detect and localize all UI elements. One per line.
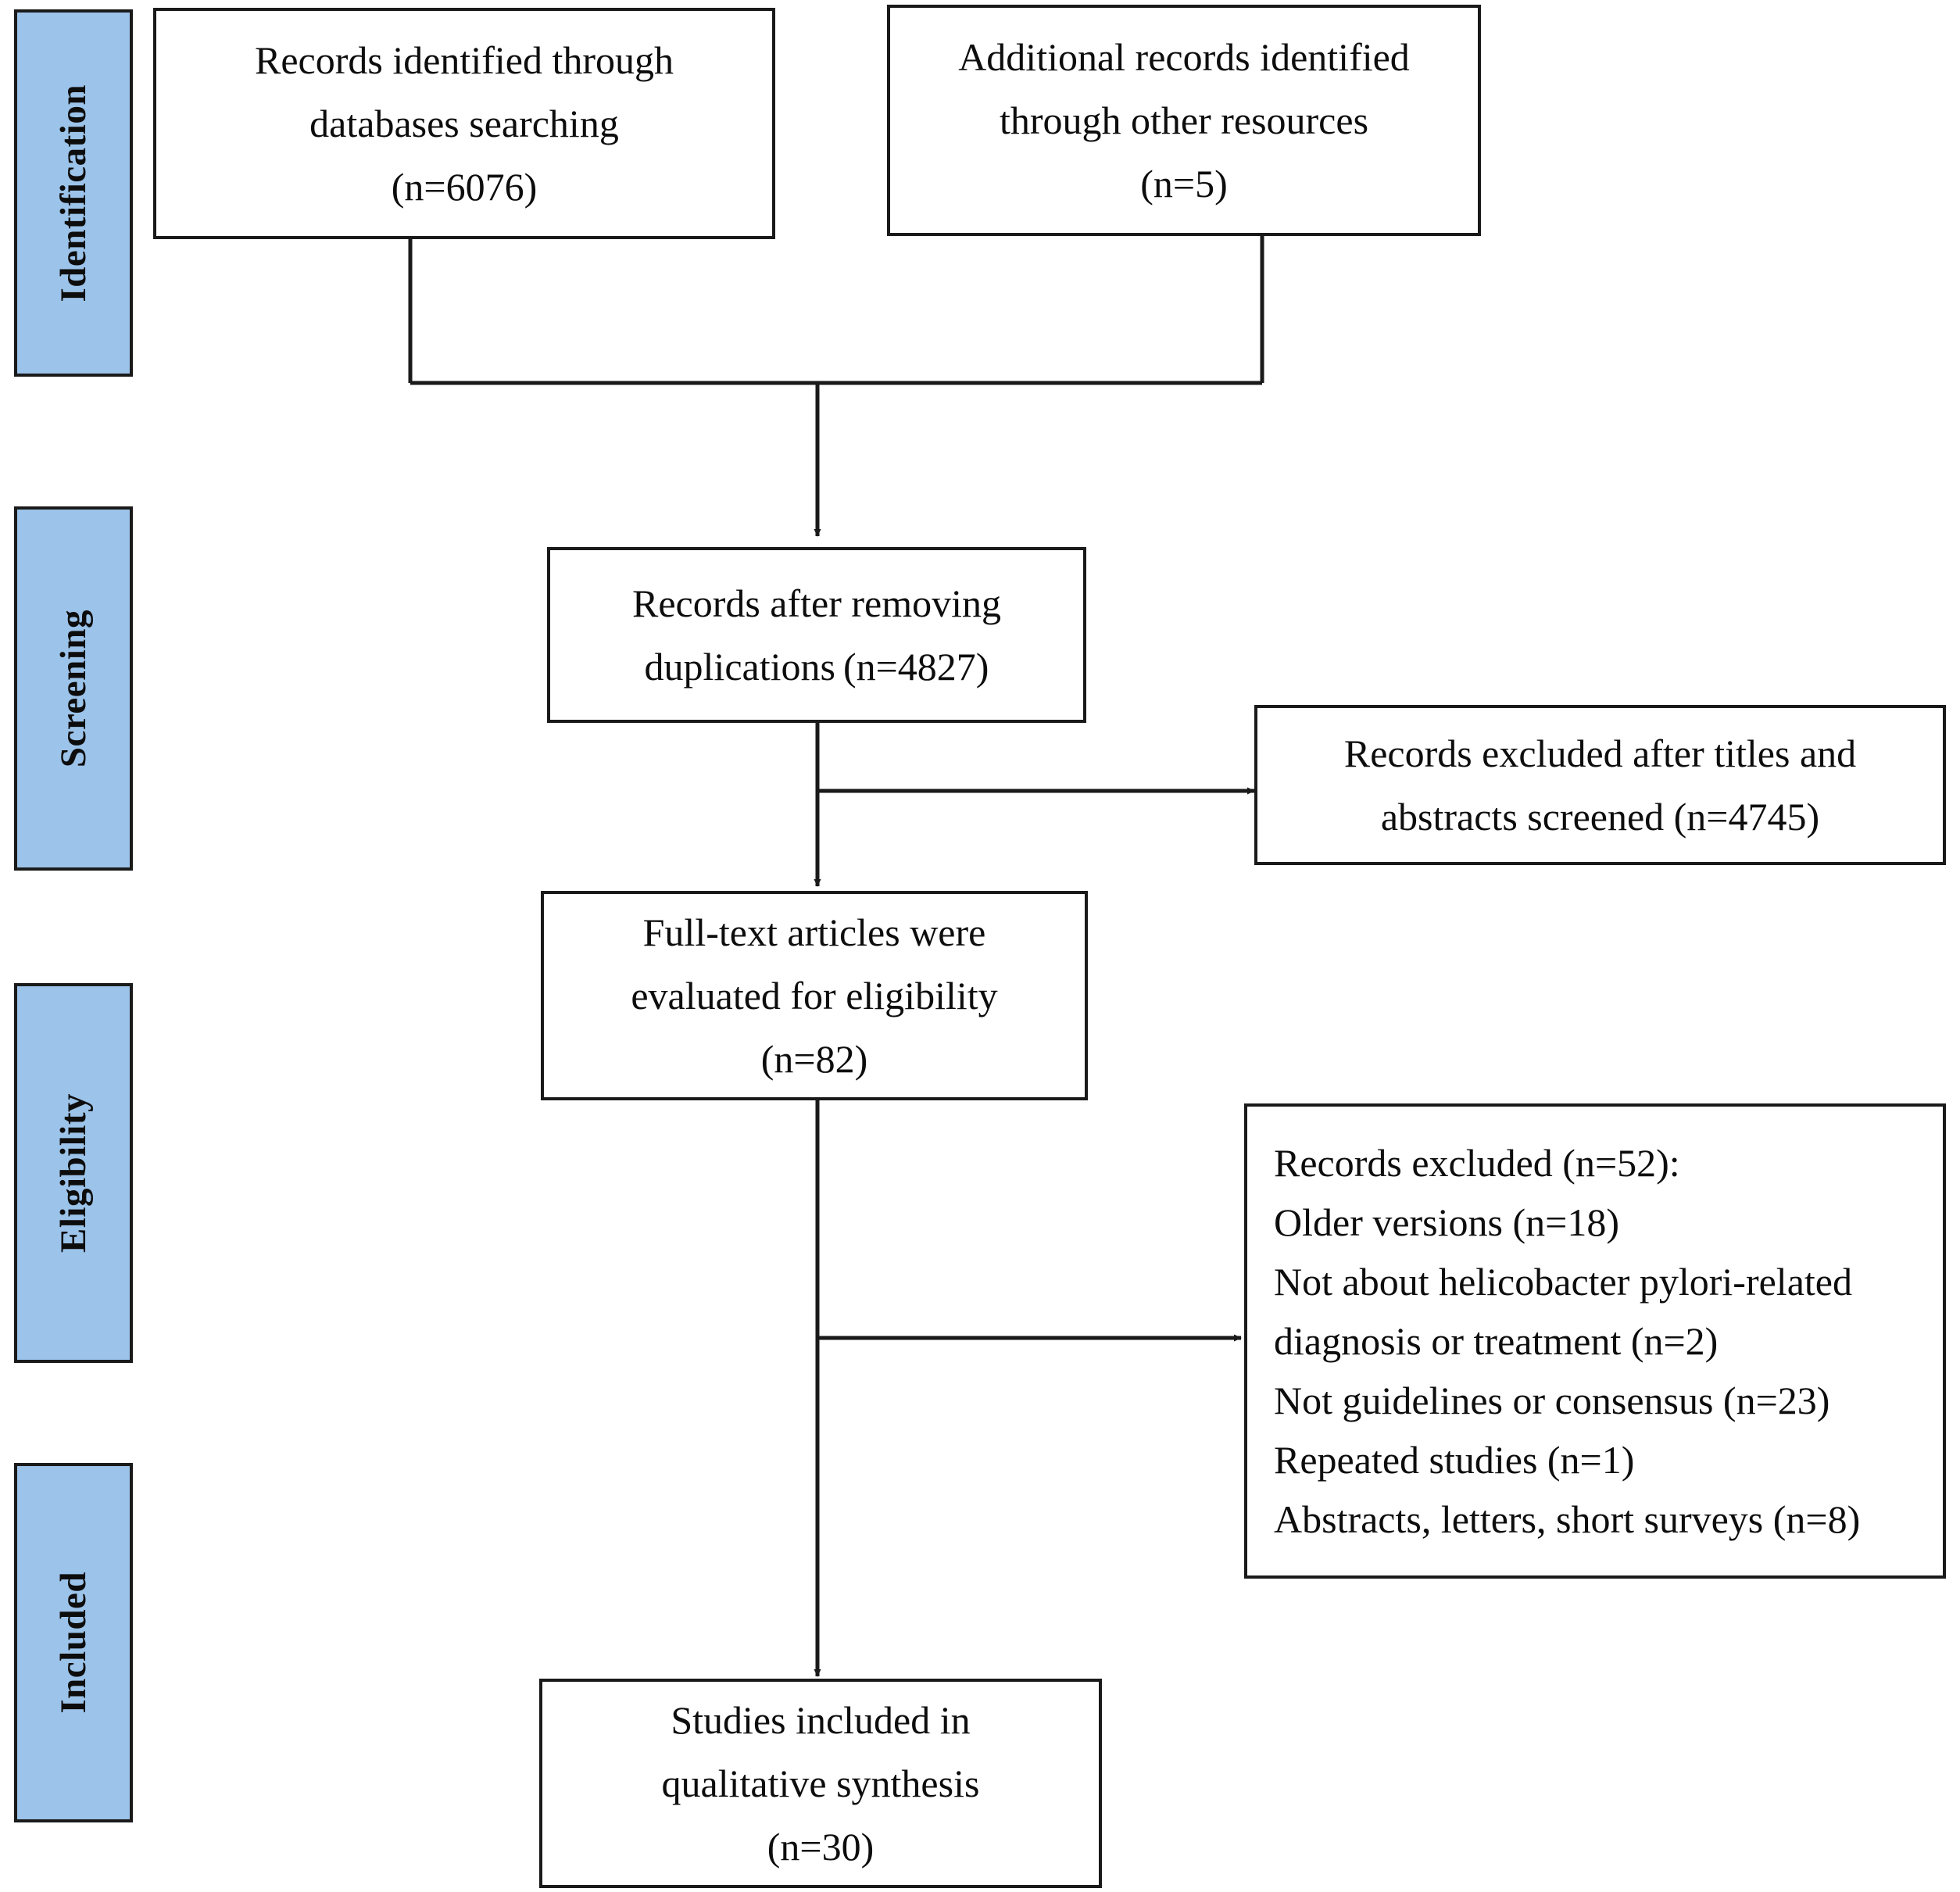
stage-label-screening: Screening [14,506,133,871]
stage-label-identification: Identification [14,9,133,377]
box-line: Additional records identified [958,34,1410,79]
box-line: Records identified through [255,38,674,82]
box-additional-records-other-resources: Additional records identified through ot… [887,5,1481,236]
box-line: Repeated studies (n=1) [1274,1438,1635,1482]
box-line: Studies included in [671,1697,971,1742]
stage-label-identification-text: Identification [52,84,94,302]
box-records-identified-databases: Records identified through databases sea… [153,8,775,239]
box-records-excluded-titles-abstracts: Records excluded after titles and abstra… [1254,705,1946,865]
box-fulltext-assessed: Full-text articles were evaluated for el… [541,891,1088,1100]
box-line: Older versions (n=18) [1274,1200,1619,1244]
box-records-excluded-fulltext: Records excluded (n=52): Older versions … [1244,1103,1946,1579]
box-line: databases searching [309,101,619,145]
box-records-after-duplicates: Records after removing duplications (n=4… [547,547,1086,723]
box-line: Not guidelines or consensus (n=23) [1274,1379,1830,1422]
box-line: evaluated for eligibility [631,973,998,1018]
box-line: (n=82) [760,1036,868,1081]
stage-label-included: Included [14,1463,133,1822]
box-line: Full-text articles were [642,910,986,954]
box-line: Records after removing [631,581,1002,625]
box-line: through other resources [999,98,1369,142]
box-line: Records excluded (n=52): [1274,1141,1680,1185]
box-studies-included: Studies included in qualitative synthesi… [539,1679,1102,1888]
box-line: Not about helicobacter pylori-related [1274,1260,1852,1304]
box-line: (n=6076) [391,164,538,209]
box-line: (n=5) [1140,161,1228,206]
stage-label-eligibility: Eligibility [14,983,133,1363]
stage-label-screening-text: Screening [52,609,94,768]
box-line: abstracts screened (n=4745) [1380,794,1820,839]
box-line: diagnosis or treatment (n=2) [1274,1319,1719,1363]
box-line: qualitative synthesis [661,1761,980,1805]
stage-label-included-text: Included [52,1572,94,1714]
box-line: Abstracts, letters, short surveys (n=8) [1274,1497,1861,1541]
box-line: (n=30) [767,1824,874,1869]
box-line: duplications (n=4827) [644,644,989,688]
stage-label-eligibility-text: Eligibility [52,1093,94,1253]
box-line: Records excluded after titles and [1343,731,1857,775]
